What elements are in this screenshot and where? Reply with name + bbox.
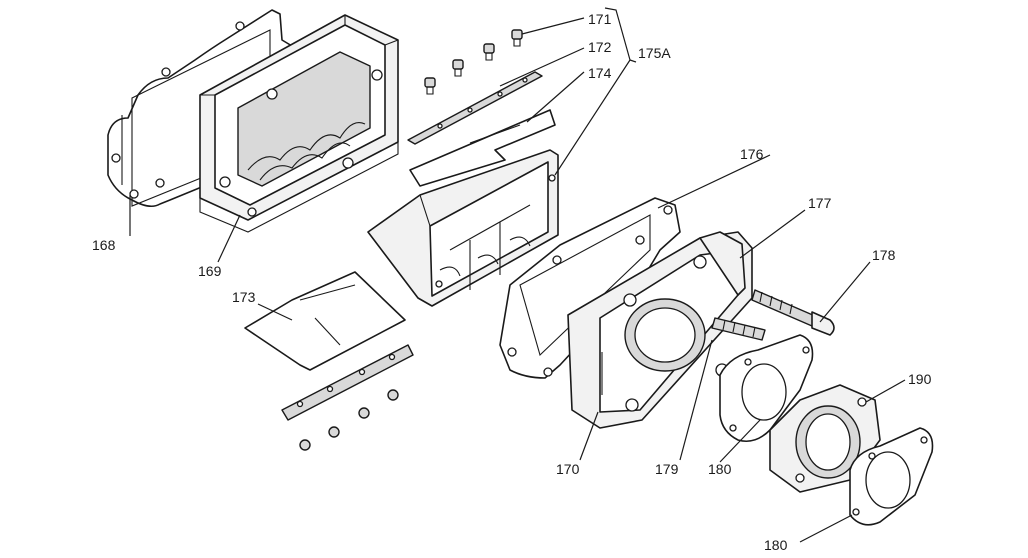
part-174-reed xyxy=(409,109,556,187)
leader-190 xyxy=(865,379,906,403)
leader-179 xyxy=(679,339,713,461)
leader-177 xyxy=(739,209,806,259)
leader-lines xyxy=(129,7,906,543)
label-180-a: 180 xyxy=(708,461,732,477)
leader-174 xyxy=(526,71,585,123)
label-179: 179 xyxy=(655,461,679,477)
part-179-stud xyxy=(711,317,766,341)
label-174: 174 xyxy=(588,65,612,81)
leader-170 xyxy=(579,411,599,461)
label-177: 177 xyxy=(808,195,832,211)
label-172: 172 xyxy=(588,39,612,55)
part-176-gasket xyxy=(499,197,681,379)
callout-labels: 168 169 171 172 174 175A 173 176 177 178… xyxy=(92,11,932,553)
part-171-screws xyxy=(424,29,523,95)
part-180-gasket-a xyxy=(719,334,814,443)
label-180-b: 180 xyxy=(764,537,788,553)
label-176: 176 xyxy=(740,146,764,162)
label-171: 171 xyxy=(588,11,612,27)
part-178-bolt xyxy=(751,289,835,336)
label-170: 170 xyxy=(556,461,580,477)
label-190: 190 xyxy=(908,371,932,387)
leader-175a-1 xyxy=(554,7,631,176)
part-169-housing xyxy=(199,14,399,233)
leader-176 xyxy=(657,154,771,209)
label-168: 168 xyxy=(92,237,116,253)
part-175a-reed-cage xyxy=(367,149,559,307)
leader-172 xyxy=(499,47,585,87)
leader-169 xyxy=(217,214,241,263)
leader-173 xyxy=(257,303,293,321)
label-173: 173 xyxy=(232,289,256,305)
part-180-gasket-b xyxy=(849,427,934,526)
leader-180a xyxy=(719,419,761,463)
part-177-spacer xyxy=(699,231,746,296)
label-175a: 175A xyxy=(638,45,671,61)
leader-175a-2 xyxy=(629,59,637,63)
leader-178 xyxy=(819,261,871,323)
part-172-strip xyxy=(407,71,543,145)
part-173-reed-plate xyxy=(244,271,414,451)
part-170-manifold xyxy=(567,231,753,429)
label-169: 169 xyxy=(198,263,222,279)
leader-180b xyxy=(799,514,853,543)
label-178: 178 xyxy=(872,247,896,263)
leader-171 xyxy=(521,17,585,35)
